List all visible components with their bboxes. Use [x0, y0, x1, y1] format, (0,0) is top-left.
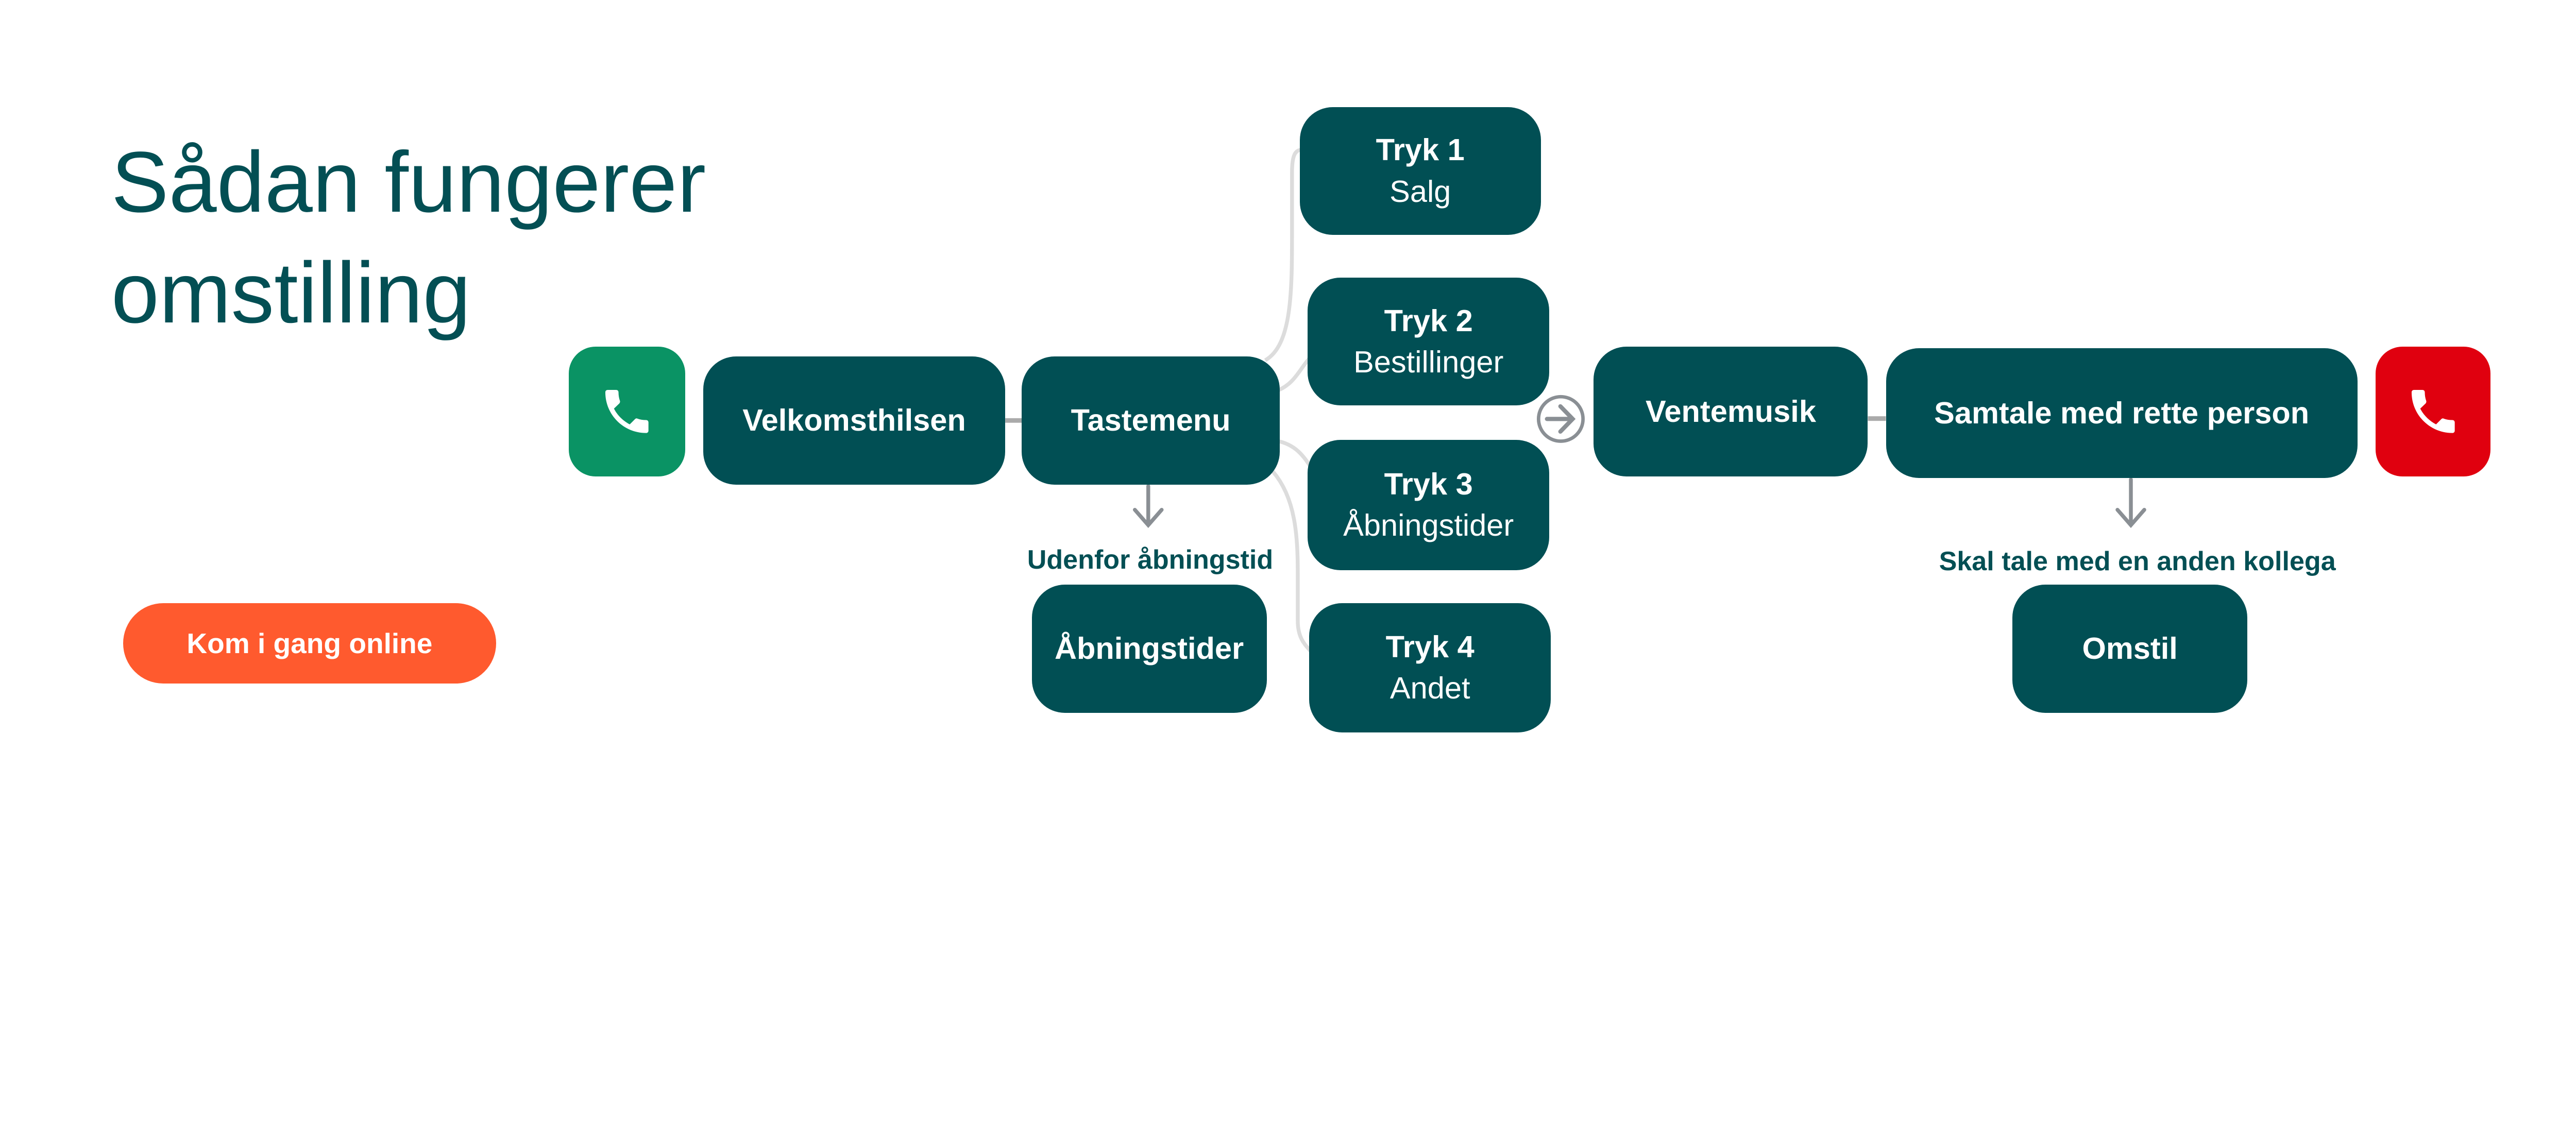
diagram-canvas: Sådan fungerer omstilling Kom i gang onl…	[111, 107, 2491, 733]
transfer-label: Skal tale med en anden kollega	[1939, 546, 2336, 576]
connector-tryk4	[1271, 470, 1313, 653]
connector-tryk2	[1276, 355, 1313, 393]
connectors	[1005, 147, 2146, 653]
node-conversation: Samtale med rette person	[1886, 348, 2358, 478]
arrow-down-conversation	[2115, 477, 2146, 528]
get-started-button[interactable]: Kom i gang online	[123, 603, 496, 684]
node-transfer: Omstil	[2012, 584, 2248, 713]
after-hours-label: Udenfor åbningstid	[1027, 544, 1274, 575]
connector-tryk1	[1264, 147, 1304, 362]
connector-tryk3	[1276, 439, 1313, 469]
arrow-right-circle-icon	[1536, 395, 1585, 443]
call-end-node	[2375, 346, 2491, 476]
page-title: Sådan fungerer omstilling	[111, 133, 706, 341]
call-start-node	[568, 346, 685, 476]
node-welcome: Velkomsthilsen	[703, 356, 1006, 485]
node-menu: Tastemenu	[1022, 356, 1280, 485]
node-after-hours: Åbningstider	[1031, 584, 1267, 713]
phone-icon	[605, 389, 649, 433]
node-hold-music: Ventemusik	[1594, 346, 1868, 476]
arrow-down-menu	[1132, 484, 1164, 528]
phone-hangup-icon	[2411, 389, 2455, 433]
